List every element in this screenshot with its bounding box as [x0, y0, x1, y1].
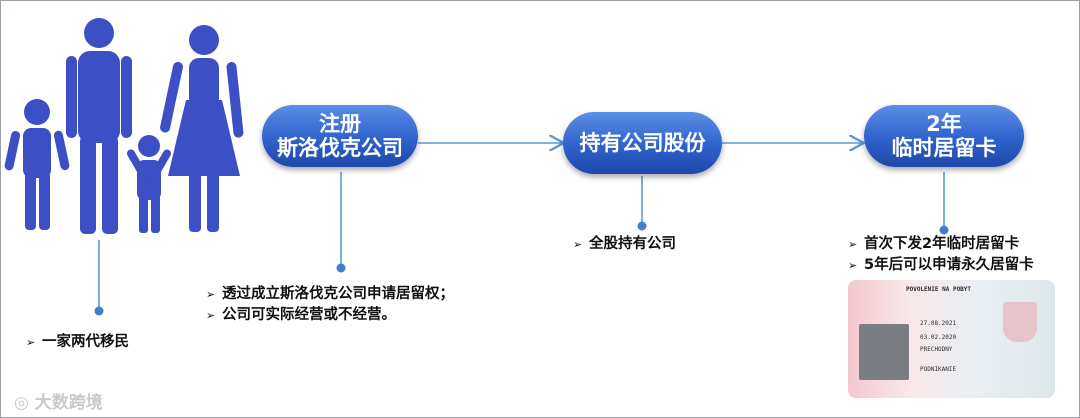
step-residence-card: 2年 临时居留卡 [864, 105, 1024, 167]
card-type: PRECHODNY [920, 346, 953, 353]
note-register-text-2: 公司可实际经营或不经营。 [222, 307, 396, 323]
drop-dot-register [336, 263, 346, 273]
bullet-arrow-icon: ➢ [206, 288, 216, 301]
father-figure [66, 18, 132, 234]
note-card: ➢ 首次下发2年临时居留卡 ➢ 5年后可以申请永久居留卡 [848, 234, 1034, 276]
step-register-line1: 注册 [319, 111, 361, 136]
card-photo [859, 324, 909, 380]
bullet-arrow-icon: ➢ [848, 259, 858, 272]
note-card-text-2: 5年后可以申请永久居留卡 [864, 257, 1034, 273]
card-purpose: PODNIKANIE [920, 366, 957, 373]
step-hold-shares: 持有公司股份 [563, 112, 722, 174]
bullet-arrow-icon: ➢ [206, 309, 216, 322]
note-shares: ➢ 全股持有公司 [573, 234, 676, 255]
drop-dot-card [939, 225, 949, 235]
step-card-line2: 临时居留卡 [891, 136, 997, 160]
note-family-text: 一家两代移民 [42, 334, 129, 350]
slovak-coat-of-arms-icon [1003, 302, 1037, 342]
watermark-logo: ◎ 大数跨境 [14, 388, 103, 413]
drop-dot-family [94, 306, 104, 316]
note-shares-text: 全股持有公司 [589, 236, 676, 252]
family-icon [4, 18, 244, 234]
note-family: ➢ 一家两代移民 [26, 332, 129, 353]
child-figure-left [4, 99, 70, 230]
step-shares-label: 持有公司股份 [579, 130, 706, 155]
card-date-1: 27.08.2021 [920, 320, 957, 327]
logo-text: 大数跨境 [34, 393, 103, 413]
step-register-company: 注册 斯洛伐克公司 [262, 105, 418, 167]
card-title: POVOLENIE NA POBYT [906, 286, 972, 293]
mother-figure [160, 25, 244, 232]
child-figure-middle [127, 135, 171, 233]
bullet-arrow-icon: ➢ [573, 238, 583, 251]
step-card-line1: 2年 [926, 111, 962, 136]
note-register-text-1: 透过成立斯洛伐克公司申请居留权； [222, 286, 454, 302]
drop-dot-shares [637, 221, 647, 231]
card-date-2: 03.02.2020 [920, 334, 957, 341]
bullet-arrow-icon: ➢ [26, 336, 36, 349]
bullet-arrow-icon: ➢ [848, 238, 858, 251]
note-register: ➢ 透过成立斯洛伐克公司申请居留权； ➢ 公司可实际经营或不经营。 [206, 284, 454, 326]
residence-permit-card-image: POVOLENIE NA POBYT 27.08.2021 03.02.2020… [848, 280, 1055, 398]
step-register-line2: 斯洛伐克公司 [277, 136, 403, 160]
logo-icon: ◎ [14, 393, 29, 413]
note-card-text-1: 首次下发2年临时居留卡 [864, 236, 1020, 252]
